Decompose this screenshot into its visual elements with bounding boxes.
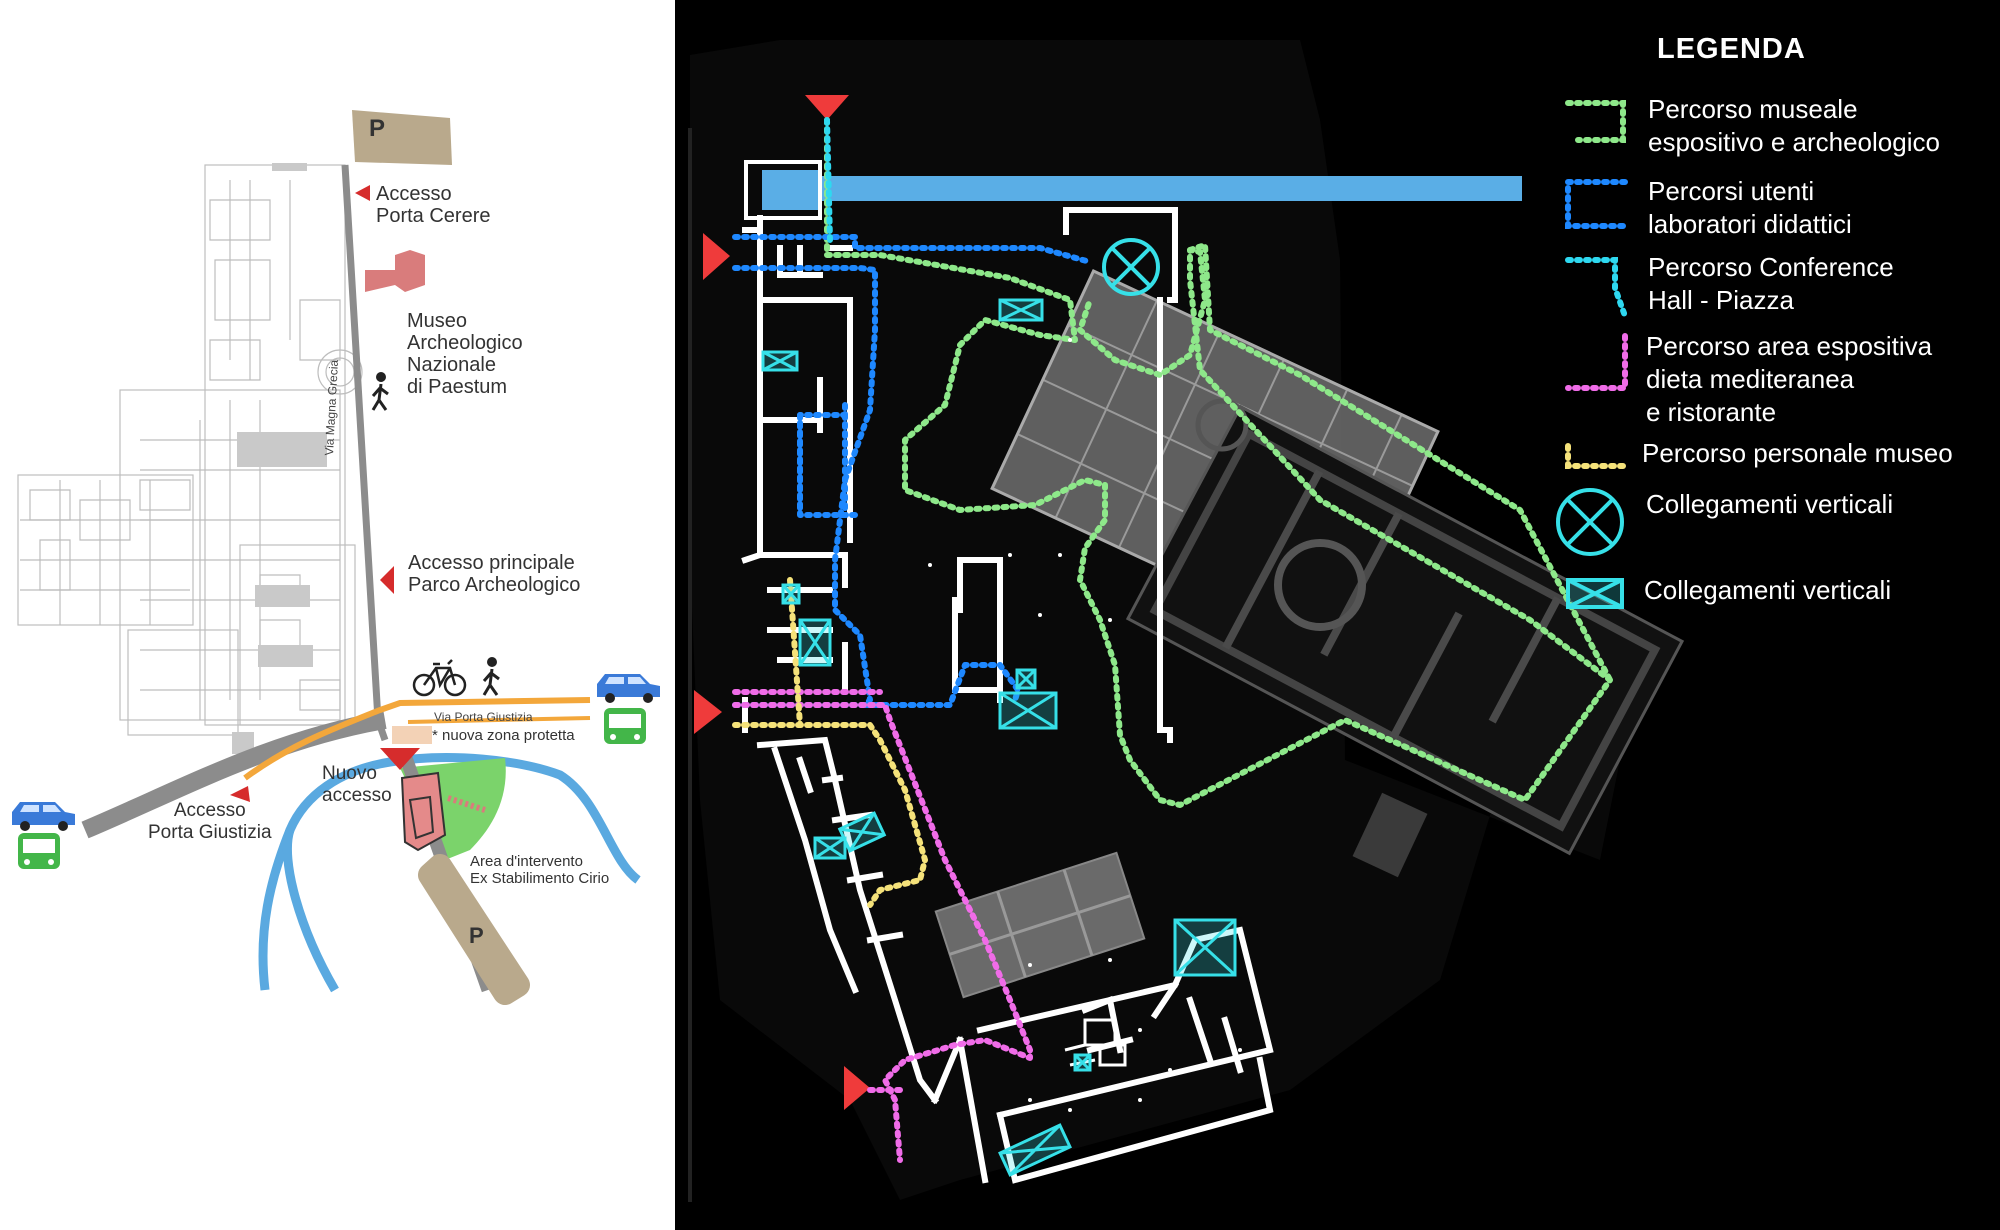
legend-item-personale: Percorso personale museo [1642, 438, 1953, 468]
museum-building [365, 250, 425, 292]
urban-blocks [232, 163, 327, 754]
canal [820, 176, 1522, 201]
box-x-icon [1566, 578, 1624, 609]
label-via-porta-giustizia: Via Porta Giustizia [434, 710, 533, 724]
box-x-icon [798, 618, 832, 667]
round-ruin [1274, 539, 1366, 631]
box-x-icon [1173, 918, 1237, 977]
box-x-icon [1073, 1053, 1092, 1072]
box-x-icon [781, 583, 801, 605]
box-x-icon [998, 1123, 1072, 1177]
dotted-bracket-icon [1565, 179, 1628, 229]
pedestrian-icon [371, 372, 389, 411]
label-accesso-giustizia: Accesso Porta Giustizia [148, 800, 272, 843]
legend-item-dieta: Percorso area espositiva dieta mediteran… [1646, 331, 1933, 427]
label-accesso-cerere: Accesso Porta Cerere [376, 183, 491, 227]
parking-label-south: P [469, 923, 484, 948]
access-marker-principale [380, 566, 394, 594]
river-branch [283, 828, 339, 993]
entrance-marker-south [844, 1066, 870, 1110]
route-museale-loop [1187, 242, 1613, 683]
route-dieta-2 [732, 689, 903, 1093]
label-museo: Museo Archeologico Nazionale di Paestum [407, 310, 523, 398]
cycle-road [243, 697, 591, 781]
round-ruin-small [1195, 398, 1249, 452]
parking-south [418, 854, 530, 1005]
box-x-icon [761, 350, 799, 372]
legend-item-collegamenti-1: Collegamenti verticali [1646, 489, 1894, 519]
legend-item-conference: Percorso Conference Hall - Piazza [1648, 252, 1894, 315]
label-area-intervento: Area d'intervento Ex Stabilimento Cirio [470, 853, 610, 887]
legend-item-collegamenti-2: Collegamenti verticali [1644, 575, 1892, 605]
sw-wing-archaeology [934, 851, 1146, 999]
box-x-icon [998, 298, 1044, 322]
label-zona-protetta: * nuova zona protetta [432, 727, 575, 744]
column-dots [928, 338, 1242, 1112]
road-porta-giustizia [81, 711, 387, 839]
context-map-drawing [12, 110, 660, 1005]
dotted-bracket-icon [1565, 333, 1628, 391]
entrance-marker-west-2 [694, 690, 722, 734]
east-ruin-block [1352, 792, 1428, 878]
cycle-road-2 [407, 716, 591, 724]
circle-x-icon [1556, 488, 1624, 556]
access-marker-giustizia [230, 786, 250, 802]
dotted-bracket-icon [1565, 257, 1628, 319]
legend-symbols [1565, 100, 1628, 469]
bus-icon [604, 708, 646, 744]
east-ruins [1125, 404, 1685, 856]
canal-basin [744, 160, 822, 220]
river [258, 753, 641, 991]
pedestrian-icon [482, 657, 500, 696]
car-icon [12, 802, 75, 831]
box-x-icon [1015, 668, 1037, 690]
label-nuovo-accesso: Nuovo accesso [322, 763, 392, 806]
circle-x-icon [1102, 238, 1160, 296]
context-map: P P Accesso Porta Cerere Museo Archeolog… [0, 0, 675, 1230]
legend-title: LEGENDA [1657, 33, 1806, 65]
box-x-icon [837, 811, 887, 853]
legend-item-museale: Percorso museale espositivo e archeologi… [1648, 94, 1940, 157]
box-x-elevators [761, 298, 1237, 1177]
box-x-icon [813, 836, 847, 860]
box-x-icon [998, 691, 1058, 730]
access-marker-cerere [355, 185, 370, 201]
zona-protetta-area [392, 726, 432, 744]
car-icon [597, 674, 660, 703]
building-walls [688, 128, 1274, 1202]
parking-label-north: P [369, 115, 386, 142]
entrance-marker-north [805, 95, 849, 120]
route-dieta [732, 702, 1033, 1163]
label-accesso-principale: Accesso principale Parco Archeologico [408, 552, 581, 596]
dotted-bracket-icon [1565, 100, 1626, 143]
route-laboratori [732, 234, 1093, 708]
canal-basin-water [762, 170, 818, 210]
parking-north [352, 110, 452, 165]
dotted-bracket-icon [1565, 443, 1628, 469]
route-laboratori-room [797, 412, 848, 513]
bicycle-icon [412, 659, 467, 697]
entrance-marker-west-1 [703, 233, 730, 280]
bus-icon [18, 833, 60, 869]
access-marker-nuovo [380, 748, 420, 770]
route-conference [824, 117, 833, 243]
intervention-site [400, 771, 486, 852]
legend-item-laboratori: Percorsi utenti laboratori didattici [1648, 176, 1852, 239]
